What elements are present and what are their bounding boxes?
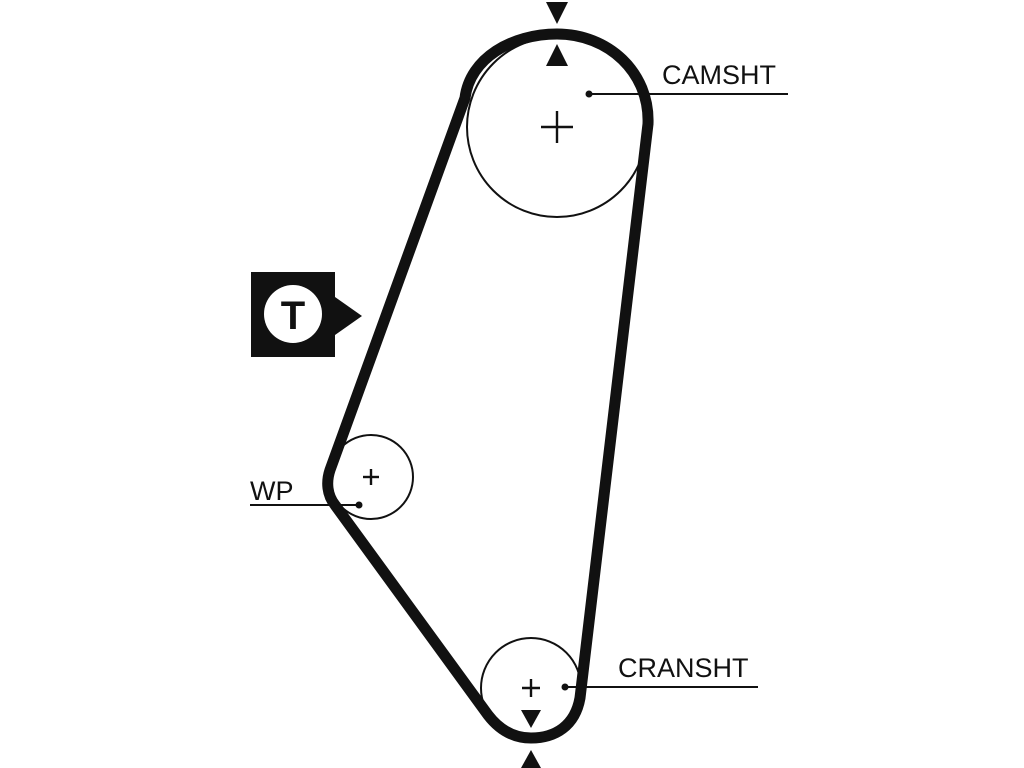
crankshaft-label: CRANSHT <box>618 653 749 683</box>
camshaft-timing-arrow-outer <box>546 2 568 24</box>
water-pump-leader <box>250 501 363 509</box>
tensioner-badge-circle <box>264 285 322 343</box>
camshaft-label: CAMSHT <box>662 60 776 90</box>
crankshaft-timing-arrow-inner <box>521 710 541 728</box>
crankshaft-leader <box>561 683 758 691</box>
tensioner-badge-letter: T <box>281 294 305 338</box>
crankshaft-timing-arrow-outer <box>521 750 541 768</box>
water-pump-label: WP <box>250 476 294 506</box>
camshaft-timing-arrow-inner <box>546 44 568 66</box>
camshaft-leader <box>585 90 788 98</box>
timing-belt <box>322 28 654 744</box>
tensioner-badge: T <box>251 272 362 357</box>
